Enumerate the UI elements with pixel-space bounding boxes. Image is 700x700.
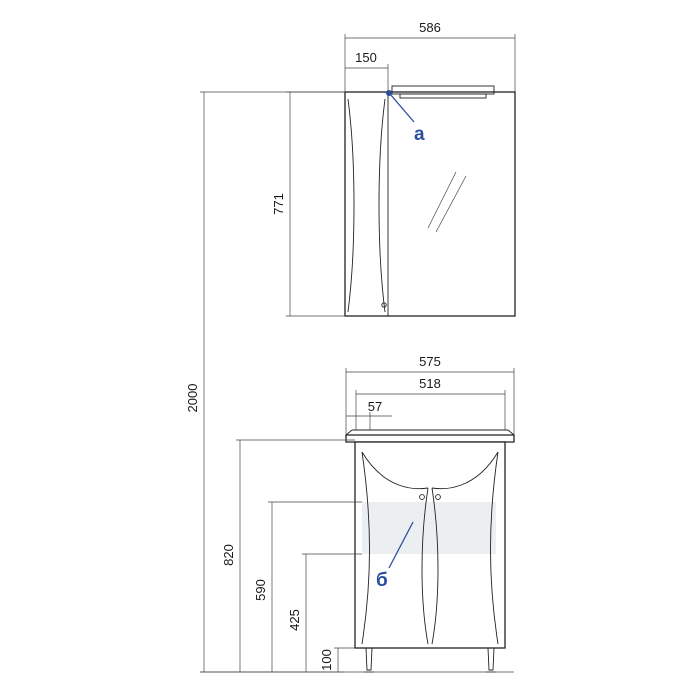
dim-label-100: 100	[319, 649, 334, 671]
dim-label-575: 575	[419, 354, 441, 369]
countertop	[345, 434, 515, 443]
dim-label-518: 518	[419, 376, 441, 391]
leg-left	[365, 647, 373, 671]
callout-a-label: а	[414, 124, 425, 145]
mirror-frame	[344, 91, 516, 317]
vanity: б	[345, 429, 515, 673]
dim-basin-width: 518	[355, 376, 506, 430]
door-right-inner	[431, 487, 439, 645]
mirror-glare-2	[435, 175, 467, 233]
door-right-outer	[490, 451, 499, 645]
dim-label-771: 771	[271, 193, 286, 215]
dim-vanity-width: 575	[345, 354, 515, 435]
mirror-cabinet: а	[344, 85, 516, 317]
knob-right	[435, 494, 441, 500]
callout-a-leader	[389, 93, 415, 123]
dim-label-150: 150	[355, 50, 377, 65]
dim-mirror-height: 771	[271, 91, 345, 317]
cabinet-door-left-curve	[347, 98, 355, 313]
dim-label-425: 425	[287, 609, 302, 631]
door-left-outer	[361, 451, 370, 645]
dim-shelf-bottom: 425	[287, 553, 362, 672]
dim-basin-offset: 57	[346, 399, 392, 430]
door-left-top	[361, 451, 429, 490]
dim-vanity-height: 820	[221, 439, 355, 672]
dim-leg-height: 100	[319, 647, 355, 672]
shelf-area	[362, 502, 496, 554]
dim-label-820: 820	[221, 544, 236, 566]
callout-b-leader	[388, 521, 414, 569]
callout-b-label: б	[376, 570, 388, 591]
knob-left	[419, 494, 425, 500]
leg-right	[487, 647, 495, 671]
door-left-inner	[421, 487, 429, 645]
dim-cabinet-width: 150	[345, 50, 389, 92]
dim-label-586: 586	[419, 20, 441, 35]
lamp-base	[399, 93, 487, 99]
dim-label-57: 57	[368, 399, 382, 414]
dim-mirror-width: 586	[344, 20, 516, 92]
mirror-glare-1	[427, 171, 457, 229]
dim-label-590: 590	[253, 579, 268, 601]
door-right-top	[431, 451, 499, 490]
cabinet-door-right-curve	[378, 98, 386, 313]
dim-shelf-top: 590	[253, 501, 362, 672]
cabinet-knob	[381, 302, 387, 308]
dim-label-2000: 2000	[185, 384, 200, 413]
